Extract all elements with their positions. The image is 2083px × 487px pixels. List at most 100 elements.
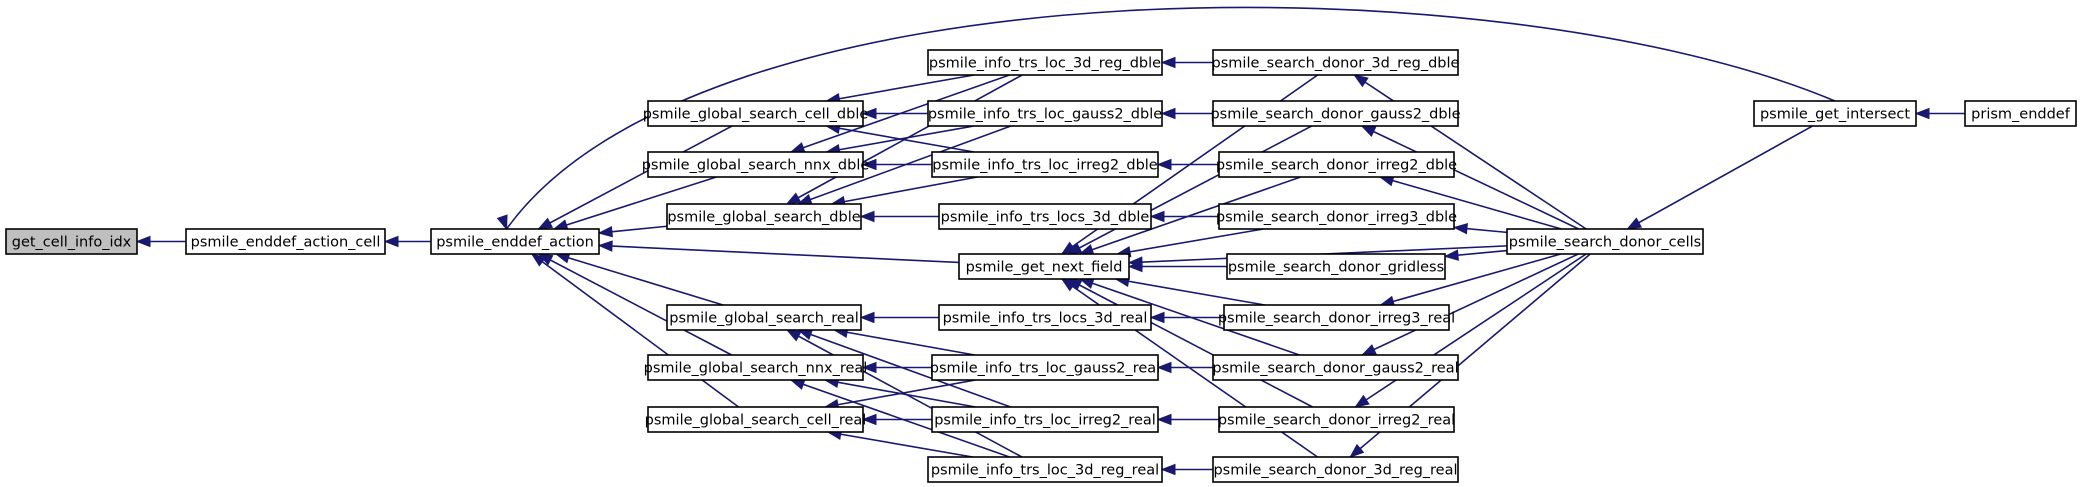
node-label: psmile_global_search_dble: [667, 210, 860, 226]
node-psmile-enddef-action-cell[interactable]: psmile_enddef_action_cell: [185, 228, 386, 255]
node-psmile-search-donor-irreg3-dble[interactable]: psmile_search_donor_irreg3_dble: [1216, 203, 1457, 230]
node-label: psmile_global_search_nnx_real: [644, 361, 868, 377]
arrowhead: [530, 253, 547, 267]
node-psmile-info-trs-locs-3d-real[interactable]: psmile_info_trs_locs_3d_real: [938, 304, 1152, 331]
node-box: [647, 354, 864, 381]
edge-line: [538, 253, 733, 356]
node-psmile-info-trs-loc-gauss2-real[interactable]: psmile_info_trs_loc_gauss2_real: [930, 354, 1160, 381]
arrowhead: [496, 214, 508, 231]
edge-psmile-search-donor-cells-to-psmile-search-donor-irreg2-real: [1354, 253, 1587, 408]
node-psmile-info-trs-locs-3d-dble[interactable]: psmile_info_trs_locs_3d_dble: [938, 203, 1152, 230]
node-box: [938, 304, 1152, 331]
node-label: psmile_info_trs_locs_3d_dble: [941, 210, 1150, 226]
node-psmile-global-search-nnx-real[interactable]: psmile_global_search_nnx_real: [644, 354, 868, 381]
arrowhead: [135, 235, 151, 248]
arrowhead: [1360, 344, 1377, 356]
node-label: psmile_get_next_field: [966, 260, 1123, 276]
arrowhead: [1156, 361, 1172, 374]
edge-psmile-search-donor-cells-to-psmile-search-donor-gauss2-dble: [1360, 125, 1580, 230]
node-label: psmile_info_trs_loc_gauss2_real: [930, 361, 1160, 377]
arrowhead: [1066, 242, 1083, 255]
node-label: psmile_enddef_action_cell: [191, 235, 381, 251]
node-prism-enddef[interactable]: prism_enddef: [1964, 100, 2077, 127]
node-box: [647, 151, 864, 178]
node-psmile-info-trs-loc-gauss2-dble[interactable]: psmile_info_trs_loc_gauss2_dble: [927, 100, 1163, 127]
node-label: psmile_info_trs_loc_irreg2_real: [934, 413, 1156, 429]
node-get-cell-info-idx[interactable]: get_cell_info_idx: [5, 228, 138, 255]
arrowhead: [859, 210, 875, 223]
node-psmile-global-search-cell-dble[interactable]: psmile_global_search_cell_dble: [643, 100, 869, 127]
edge-psmile-info-trs-loc-3d-reg-real-to-psmile-global-search-cell-real: [826, 428, 973, 458]
edge-line: [797, 125, 1012, 205]
node-psmile-search-donor-irreg3-real[interactable]: psmile_search_donor_irreg3_real: [1218, 304, 1455, 331]
edge-psmile-info-trs-loc-irreg2-real-to-psmile-global-search-cell-real: [861, 413, 932, 426]
edge-psmile-search-donor-cells-to-psmile-search-donor-irreg3-real: [1379, 253, 1562, 307]
edge-line: [826, 125, 975, 153]
node-label: psmile_search_donor_irreg3_real: [1218, 311, 1455, 327]
arrowhead: [785, 329, 802, 342]
arrowhead: [1156, 158, 1172, 171]
arrowhead: [789, 142, 806, 153]
arrowhead: [789, 379, 806, 390]
node-label: psmile_search_donor_gridless: [1228, 260, 1444, 276]
node-box: [1212, 354, 1459, 381]
node-label: prism_enddef: [1971, 107, 2071, 123]
node-psmile-global-search-nnx-dble[interactable]: psmile_global_search_nnx_dble: [642, 151, 870, 178]
arrowhead: [1443, 249, 1459, 261]
node-label: psmile_info_trs_loc_3d_reg_dble: [929, 56, 1161, 72]
edge-line: [538, 125, 733, 230]
node-psmile-info-trs-loc-3d-reg-dble[interactable]: psmile_info_trs_loc_3d_reg_dble: [927, 49, 1163, 76]
node-box: [1223, 304, 1450, 331]
node-box: [927, 49, 1163, 76]
edge-psmile-search-donor-3d-reg-dble-to-psmile-info-trs-loc-3d-reg-dble: [1160, 56, 1213, 69]
arrowhead: [1156, 413, 1172, 426]
edge-line: [505, 6, 1836, 230]
edge-line: [1067, 125, 1313, 255]
node-label: psmile_search_donor_gauss2_real: [1212, 361, 1458, 377]
arrowhead: [1149, 311, 1165, 324]
node-psmile-info-trs-loc-3d-reg-real[interactable]: psmile_info_trs_loc_3d_reg_real: [927, 456, 1163, 483]
node-box: [185, 228, 386, 255]
node-box: [1212, 456, 1459, 483]
node-psmile-info-trs-loc-irreg2-dble[interactable]: psmile_info_trs_loc_irreg2_dble: [931, 151, 1159, 178]
edge-line: [1079, 176, 1301, 255]
node-psmile-search-donor-gridless[interactable]: psmile_search_donor_gridless: [1226, 253, 1446, 280]
edge-psmile-search-donor-cells-to-psmile-search-donor-gauss2-real: [1360, 253, 1579, 356]
node-psmile-global-search-dble[interactable]: psmile_global_search_dble: [666, 203, 862, 230]
node-psmile-search-donor-irreg2-dble[interactable]: psmile_search_donor_irreg2_dble: [1216, 151, 1457, 178]
node-psmile-get-intersect[interactable]: psmile_get_intersect: [1753, 100, 1917, 127]
node-psmile-search-donor-gauss2-dble[interactable]: psmile_search_donor_gauss2_dble: [1210, 100, 1461, 127]
node-psmile-search-donor-gauss2-real[interactable]: psmile_search_donor_gauss2_real: [1212, 354, 1459, 381]
arrowhead: [1349, 443, 1365, 458]
node-psmile-search-donor-3d-reg-real[interactable]: psmile_search_donor_3d_reg_real: [1212, 456, 1459, 483]
node-box: [1218, 151, 1455, 178]
arrowhead: [1354, 394, 1370, 408]
edge-line: [834, 329, 975, 356]
node-box: [1226, 253, 1446, 280]
arrowhead: [1149, 210, 1165, 223]
edge-line: [786, 74, 1023, 205]
node-psmile-search-donor-3d-reg-dble[interactable]: psmile_search_donor_3d_reg_dble: [1212, 49, 1460, 76]
node-psmile-global-search-real[interactable]: psmile_global_search_real: [666, 304, 862, 331]
node-label: psmile_info_trs_locs_3d_real: [943, 311, 1148, 327]
edge-psmile-search-donor-gridless-to-psmile-get-next-field: [1127, 260, 1227, 273]
arrowhead: [1060, 278, 1077, 292]
nodes-layer: get_cell_info_idx psmile_enddef_action_ce…: [5, 49, 2077, 483]
edge-psmile-search-donor-irreg3-real-to-psmile-get-next-field: [1114, 275, 1265, 306]
arrowhead: [383, 235, 399, 248]
node-psmile-enddef-action[interactable]: psmile_enddef_action: [430, 228, 600, 255]
node-psmile-global-search-cell-real[interactable]: psmile_global_search_cell_real: [645, 406, 867, 433]
node-label: psmile_global_search_nnx_dble: [642, 158, 870, 174]
edge-psmile-search-donor-3d-reg-real-to-psmile-info-trs-loc-3d-reg-real: [1160, 463, 1213, 476]
arrowhead: [1452, 222, 1468, 235]
node-psmile-info-trs-loc-irreg2-real[interactable]: psmile_info_trs_loc_irreg2_real: [931, 406, 1159, 433]
node-psmile-search-donor-irreg2-real[interactable]: psmile_search_donor_irreg2_real: [1218, 406, 1455, 433]
arrowhead: [1360, 125, 1377, 137]
node-psmile-get-next-field[interactable]: psmile_get_next_field: [958, 253, 1130, 280]
edge-line: [824, 379, 976, 408]
edge-psmile-search-donor-irreg2-dble-to-psmile-get-next-field: [1078, 176, 1301, 255]
node-psmile-search-donor-cells[interactable]: psmile_search_donor_cells: [1506, 228, 1704, 255]
node-label: psmile_global_search_real: [669, 311, 858, 327]
node-box: [931, 151, 1159, 178]
